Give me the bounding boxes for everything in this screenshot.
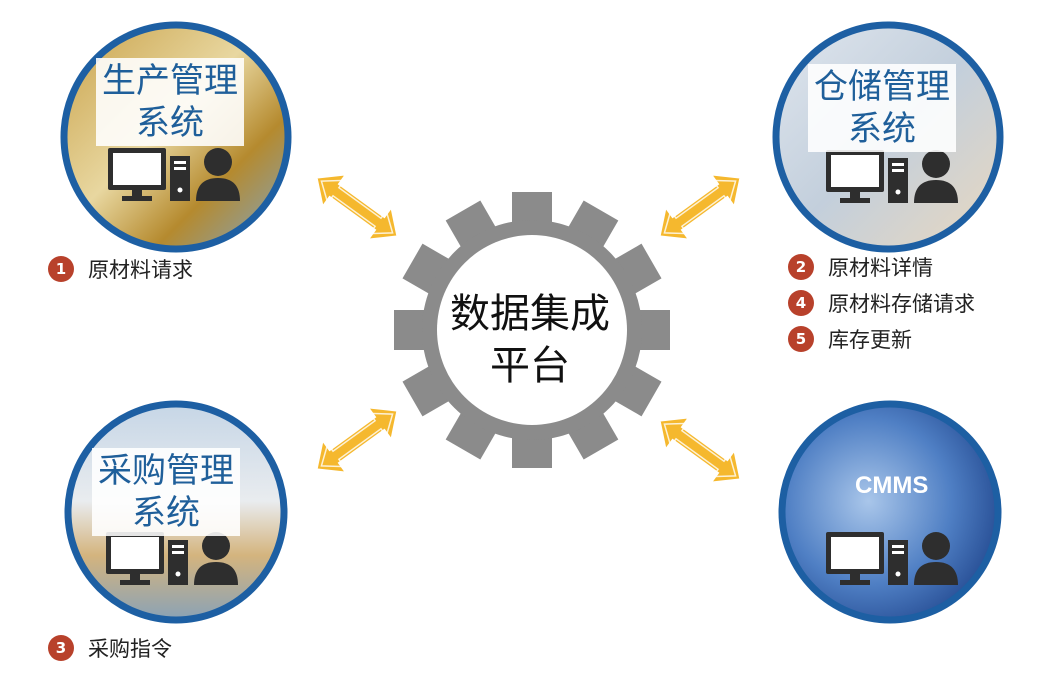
step-number-badge: 2 (788, 254, 814, 280)
step-text: 原材料存储请求 (828, 292, 975, 316)
step-storage-request: 4 原材料存储请求 (788, 288, 975, 318)
step-text: 采购指令 (88, 637, 172, 661)
cmms-system-node (778, 400, 1002, 624)
production-title-line2: 系统 (136, 103, 204, 143)
step-purchase-order: 3 采购指令 (48, 633, 172, 663)
warehouse-title-line1: 仓储管理 (814, 67, 950, 107)
step-number-badge: 3 (48, 635, 74, 661)
procurement-title-line2: 系统 (132, 493, 200, 533)
arrow-production-platform (303, 160, 411, 254)
platform-label-line2: 平台 (490, 343, 570, 389)
arrow-procurement-platform (303, 393, 411, 487)
step-number-badge: 1 (48, 256, 74, 282)
arrow-cmms-platform (646, 403, 754, 497)
step-inventory-update: 5 库存更新 (788, 324, 912, 354)
cmms-title: CMMS (855, 472, 929, 499)
warehouse-system-title: 仓储管理 系统 (808, 64, 956, 152)
step-text: 原材料请求 (88, 258, 193, 282)
step-number-badge: 5 (788, 326, 814, 352)
platform-label: 数据集成 平台 (430, 288, 630, 392)
step-text: 库存更新 (828, 328, 912, 352)
procurement-title-line1: 采购管理 (98, 451, 234, 491)
production-system-title: 生产管理 系统 (96, 58, 244, 146)
production-title-line1: 生产管理 (102, 61, 238, 101)
platform-label-line1: 数据集成 (450, 291, 610, 337)
step-raw-material-request: 1 原材料请求 (48, 254, 193, 284)
step-raw-material-details: 2 原材料详情 (788, 252, 933, 282)
arrow-warehouse-platform (646, 160, 754, 254)
step-text: 原材料详情 (828, 256, 933, 280)
procurement-system-title: 采购管理 系统 (92, 448, 240, 536)
warehouse-title-line2: 系统 (848, 109, 916, 149)
gear-icon (394, 192, 670, 468)
step-number-badge: 4 (788, 290, 814, 316)
